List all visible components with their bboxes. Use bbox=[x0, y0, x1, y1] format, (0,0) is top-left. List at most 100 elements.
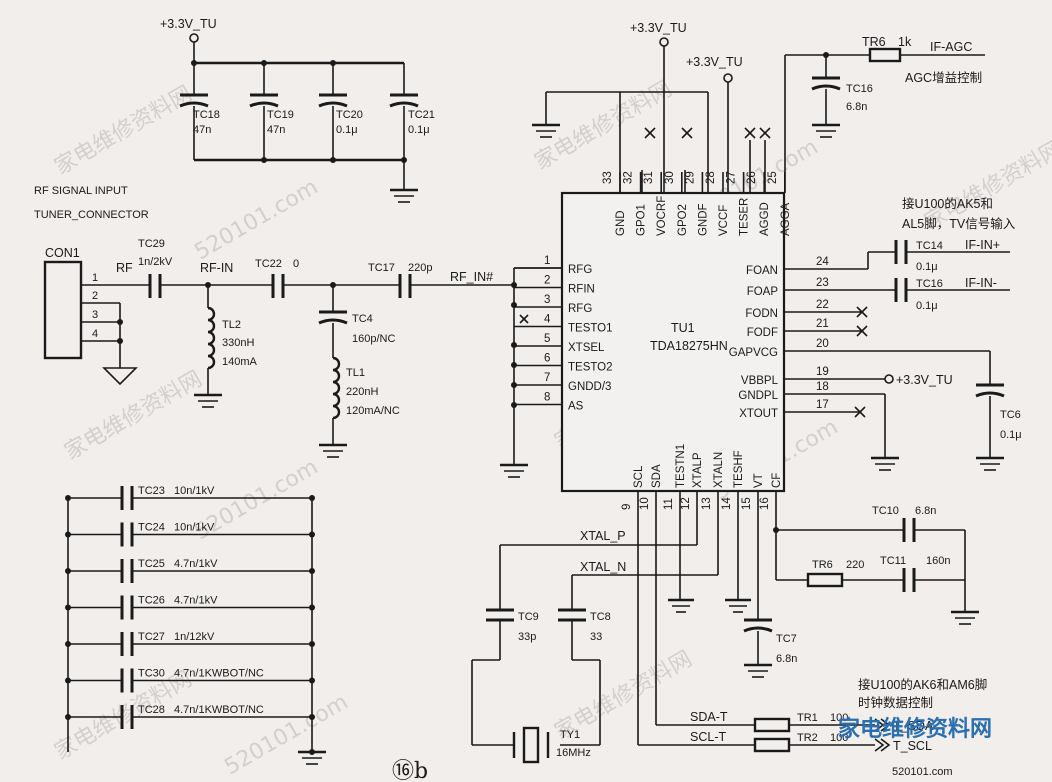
svg-text:2: 2 bbox=[92, 290, 98, 302]
svg-text:6.8n: 6.8n bbox=[915, 505, 936, 517]
pin-name: GNDD/3 bbox=[568, 381, 611, 393]
capacitor-value: 4.7n/1KWBOT/NC bbox=[174, 668, 264, 680]
svg-text:4: 4 bbox=[92, 328, 98, 340]
svg-text:33p: 33p bbox=[518, 631, 536, 643]
capacitor-ref: TC24 bbox=[138, 522, 165, 534]
net-label-sda-t: SDA-T bbox=[690, 710, 728, 724]
pin-name: XTALP bbox=[692, 452, 704, 488]
ground-symbol bbox=[744, 663, 772, 678]
connector-body bbox=[43, 260, 83, 360]
capacitor-ref: TC30 bbox=[138, 668, 165, 680]
net-label-if-in-n: IF-IN- bbox=[965, 276, 997, 290]
ground-symbol bbox=[668, 598, 694, 613]
svg-text:TC10: TC10 bbox=[872, 505, 899, 517]
power-label: +3.3V_TU bbox=[160, 17, 217, 31]
pin-number: 3 bbox=[544, 294, 550, 306]
power-label: +3.3V_TU bbox=[896, 373, 953, 387]
svg-text:140mA: 140mA bbox=[222, 356, 258, 368]
svg-text:100: 100 bbox=[830, 712, 848, 724]
svg-text:TC29: TC29 bbox=[138, 238, 165, 250]
svg-text:160n: 160n bbox=[926, 555, 950, 567]
note-i2c: 接U100的AK6和AM6脚 bbox=[858, 677, 987, 692]
capacitor-value: 4.7n/1kV bbox=[174, 558, 218, 570]
pin-name: AS bbox=[568, 401, 584, 413]
ic-pin-8: 8AS bbox=[514, 392, 584, 413]
svg-text:TR1: TR1 bbox=[797, 712, 818, 724]
net-label-xtal-n: XTAL_N bbox=[580, 560, 626, 574]
pin-number: 6 bbox=[544, 353, 550, 365]
svg-text:120mA/NC: 120mA/NC bbox=[346, 405, 400, 417]
svg-text:TC11: TC11 bbox=[880, 555, 906, 567]
svg-text:6.8n: 6.8n bbox=[846, 101, 867, 113]
watermark-text: 520101.com bbox=[191, 175, 323, 266]
capacitor-tc30: TC30 4.7n/1KWBOT/NC bbox=[65, 668, 315, 693]
inductor-tl1 bbox=[332, 356, 341, 420]
logo-url: 520101.com bbox=[892, 766, 953, 778]
svg-text:16MHz: 16MHz bbox=[556, 747, 591, 759]
pin-number: 32 bbox=[623, 171, 635, 184]
watermark-text: 家电维修资料网 bbox=[61, 367, 207, 466]
net-label-rf-in: RF-IN bbox=[200, 261, 233, 275]
svg-text:47n: 47n bbox=[193, 124, 211, 136]
pin-number: 13 bbox=[701, 497, 713, 510]
ground-symbol bbox=[298, 750, 326, 765]
svg-text:220: 220 bbox=[846, 559, 864, 571]
resistor-tr2 bbox=[753, 737, 791, 753]
pin-number: 8 bbox=[544, 392, 550, 404]
ground-symbol bbox=[725, 598, 751, 613]
pin-number: 25 bbox=[767, 171, 779, 184]
capacitor-value: 4.7n/1kV bbox=[174, 595, 218, 607]
right-pin-wiring: 接U100的AK5和 AL5脚，TV信号输入 TC14 0.1μ IF-IN+ … bbox=[784, 196, 1022, 471]
ic-ref: TU1 bbox=[671, 321, 695, 335]
connector-title: RF SIGNAL INPUT bbox=[34, 185, 128, 197]
pin-number: 33 bbox=[602, 171, 614, 184]
svg-text:220p: 220p bbox=[408, 262, 432, 274]
pin-name: XTOUT bbox=[739, 408, 778, 420]
pin-number: 22 bbox=[816, 299, 829, 311]
pin-name: FODN bbox=[745, 308, 778, 320]
ic-bottom-pins: 9SCL10SDA11TESTN112XTALP13XTALN14TESHF15… bbox=[621, 444, 783, 510]
svg-text:TC4: TC4 bbox=[352, 313, 373, 325]
pin-number: 17 bbox=[816, 399, 829, 411]
ground-symbol bbox=[500, 463, 528, 478]
ic-left-pins: 1RFG2RFIN3RFG4TESTO15XTSEL6TESTO27GNDD/3… bbox=[514, 255, 613, 413]
ic-body bbox=[560, 191, 786, 493]
svg-text:1: 1 bbox=[92, 272, 98, 284]
pin-name: RFIN bbox=[568, 284, 595, 296]
pin-number: 29 bbox=[684, 171, 696, 184]
capacitor-ref: TC25 bbox=[138, 558, 165, 570]
net-label-t-sda: T_SDA bbox=[893, 719, 934, 733]
pin-number: 18 bbox=[816, 381, 829, 393]
pin-name: VBBPL bbox=[741, 375, 779, 387]
pin-number: 28 bbox=[705, 171, 717, 184]
pin-name: TESTO2 bbox=[568, 362, 613, 374]
left-pin-wiring bbox=[500, 267, 562, 478]
pin-name: TESTN1 bbox=[675, 444, 687, 488]
pin-number: 19 bbox=[816, 366, 829, 378]
power-label: +3.3V_TU bbox=[686, 55, 743, 69]
pin-number: 12 bbox=[680, 497, 692, 510]
pin-name: XTALN bbox=[713, 452, 725, 488]
pin-name: FOAP bbox=[747, 286, 779, 298]
figure-label: ⑯b bbox=[392, 759, 428, 782]
pin-name: XTSEL bbox=[568, 342, 605, 354]
ground-symbol bbox=[319, 443, 347, 458]
